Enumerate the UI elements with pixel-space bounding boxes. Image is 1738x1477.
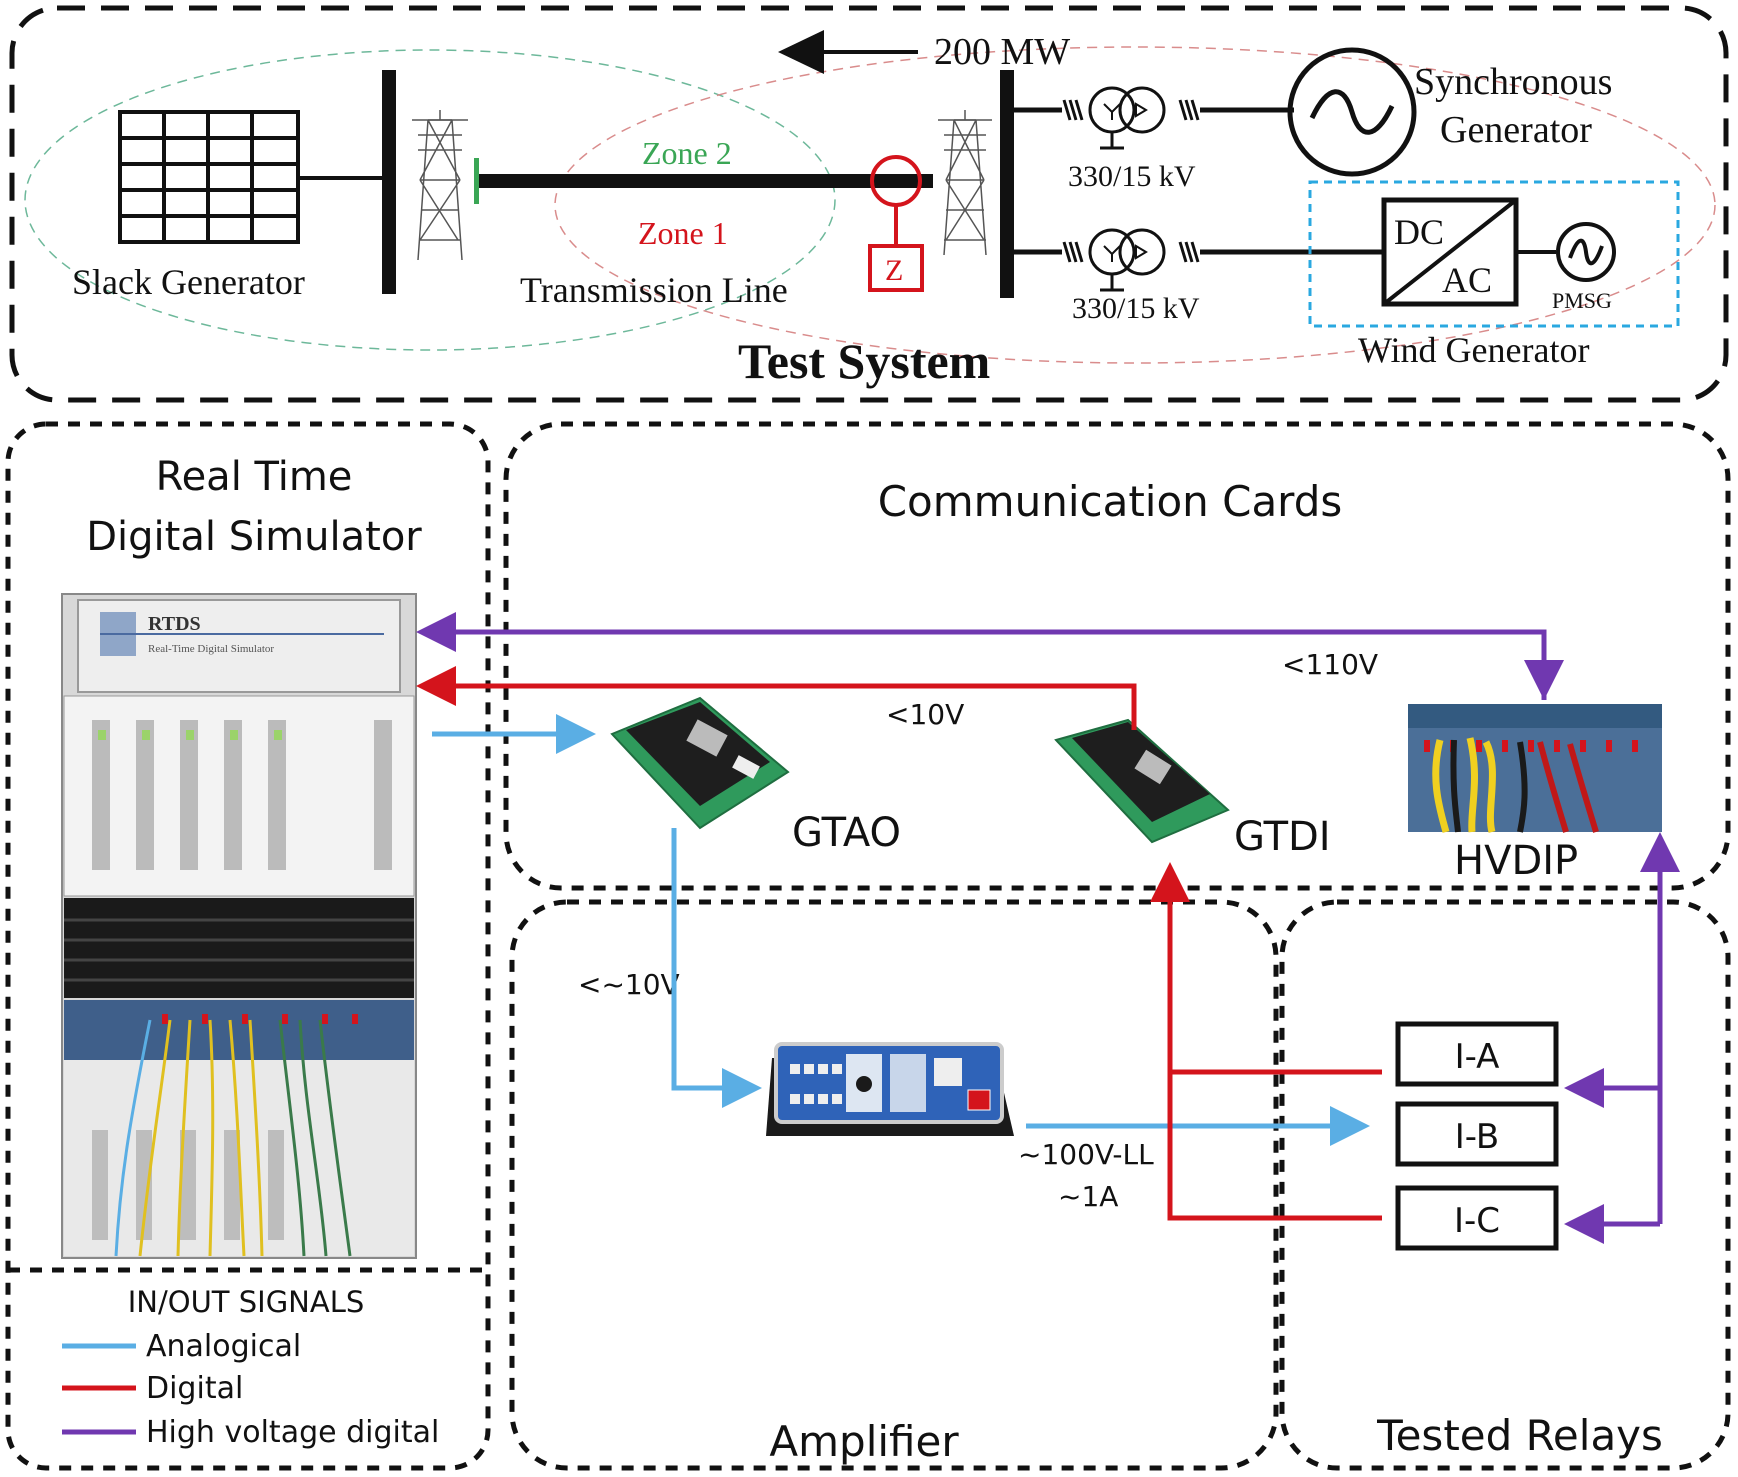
svg-text:I-A: I-A — [1455, 1037, 1500, 1077]
pmsg-label: PMSG — [1552, 288, 1612, 313]
rtds-title-1: Real Time — [156, 454, 353, 500]
digital-signal-gtdi-rtds — [416, 666, 1137, 730]
communication-panel-border — [503, 421, 1731, 891]
rtds-rack-image: RTDS Real-Time Digital Simulator — [61, 593, 417, 1259]
synchronous-generator-icon — [1287, 47, 1417, 177]
synchronous-generator-label-1: Synchronous — [1414, 61, 1612, 103]
test-system-border — [9, 5, 1729, 403]
hvdip-image — [1408, 704, 1662, 833]
right-tower-icon — [938, 110, 992, 256]
signal-label-10v: <10V — [886, 698, 964, 731]
rtds-brand-sub: Real-Time Digital Simulator — [148, 643, 274, 655]
relay-box-c: I-C — [1395, 1185, 1559, 1251]
test-system-panel: Slack Generator Zone 2 Zone 1 Transmissi… — [9, 5, 1729, 403]
zone1-label: Zone 1 — [638, 215, 728, 251]
hvdip-label: HVDIP — [1454, 838, 1578, 884]
digital-signal-relay-c — [1150, 862, 1382, 1221]
left-tower-icon — [412, 110, 468, 261]
legend-item-high-voltage: High voltage digital — [146, 1415, 439, 1450]
svg-text:DC: DC — [1394, 212, 1444, 252]
rtds-title-2: Digital Simulator — [86, 514, 422, 560]
gtao-card-image — [610, 696, 790, 830]
power-flow-arrowhead — [778, 30, 824, 74]
svg-text:I-B: I-B — [1455, 1117, 1499, 1157]
zone1-ellipse — [554, 46, 1716, 364]
top-transformer-label: 330/15 kV — [1068, 160, 1196, 193]
power-flow-label: 200 MW — [934, 31, 1070, 73]
zone2-breaker-mark — [474, 158, 479, 204]
transmission-line — [478, 174, 933, 188]
signal-label-110v: <110V — [1282, 648, 1378, 681]
signal-label-amp-in: <~10V — [578, 968, 680, 1001]
synchronous-generator-label-2: Generator — [1440, 109, 1592, 151]
relays-panel-border — [1279, 899, 1731, 1471]
svg-text:Z: Z — [885, 254, 903, 287]
relay-z-icon: Z — [868, 155, 924, 292]
bottom-transformer-icon — [1014, 228, 1384, 292]
relay-box-b: I-B — [1395, 1101, 1559, 1167]
rtds-brand: RTDS — [148, 613, 201, 635]
wind-generator-box — [1308, 180, 1680, 328]
relays-title: Tested Relays — [1376, 1411, 1663, 1460]
legend-item-digital: Digital — [146, 1371, 243, 1406]
transmission-line-label: Transmission Line — [520, 270, 788, 310]
relay-box-a: I-A — [1395, 1021, 1559, 1087]
gtao-label: GTAO — [792, 810, 901, 856]
top-transformer-icon — [1014, 86, 1294, 150]
rtds-panel-border — [5, 421, 491, 1471]
svg-text:AC: AC — [1442, 260, 1492, 300]
slack-generator-label: Slack Generator — [72, 262, 305, 302]
amplifier-image — [766, 1042, 1014, 1136]
zone2-ellipse — [24, 49, 836, 351]
right-bus — [1000, 70, 1014, 298]
test-system-title: Test System — [738, 333, 990, 389]
legend-title: IN/OUT SIGNALS — [128, 1285, 365, 1319]
gtdi-label: GTDI — [1234, 814, 1331, 860]
wind-generator-label: Wind Generator — [1358, 330, 1589, 370]
gtdi-card-image — [1054, 718, 1230, 844]
svg-text:I-C: I-C — [1454, 1201, 1500, 1241]
pmsg-icon — [1556, 222, 1616, 282]
amplifier-title: Amplifier — [769, 1417, 959, 1466]
legend-item-analog: Analogical — [146, 1329, 301, 1364]
slack-generator-icon — [118, 110, 388, 244]
amplifier-panel-border — [509, 899, 1279, 1471]
left-bus — [382, 70, 396, 294]
communication-title: Communication Cards — [878, 477, 1343, 526]
converter-icon: DC AC — [1381, 197, 1519, 307]
amplifier-output-current: ~1A — [1058, 1180, 1118, 1213]
amplifier-output-voltage: ~100V-LL — [1018, 1138, 1154, 1171]
analog-signal-gtao-amp — [671, 828, 762, 1108]
bottom-transformer-label: 330/15 kV — [1072, 292, 1200, 325]
zone2-label: Zone 2 — [642, 135, 732, 171]
